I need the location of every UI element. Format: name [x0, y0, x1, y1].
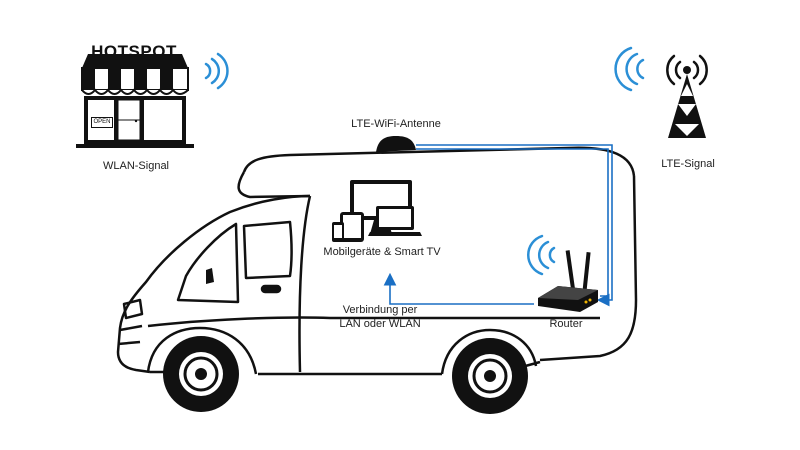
devices-label: Mobilgeräte & Smart TV [323, 246, 441, 258]
cell-tower-icon [666, 54, 708, 138]
front-wheel [163, 336, 239, 412]
hotspot-sign: HOTSPOT [91, 42, 177, 61]
router-icon [538, 250, 598, 312]
antenna-label: LTE-WiFi-Antenne [351, 118, 441, 130]
router-label: Router [549, 318, 583, 330]
wlan-signal-label: WLAN-Signal [102, 160, 170, 172]
camper-van [116, 146, 638, 376]
devices-icon [332, 180, 422, 242]
antenna-icon [376, 136, 416, 152]
router-wifi-icon [527, 234, 556, 276]
shop-icon [76, 54, 194, 148]
open-sign: OPEN [91, 117, 113, 128]
connection-label-line1: Verbindung per [342, 304, 418, 316]
lte-signal-label: LTE-Signal [661, 158, 715, 170]
rear-wheel [452, 338, 528, 414]
lan-wifi-connection-arrow [383, 272, 534, 305]
wifi-signal-icon [204, 52, 229, 90]
connection-label-line2: LAN oder WLAN [339, 318, 421, 330]
tower-signal-icon [614, 46, 645, 92]
antenna-cable [416, 144, 613, 307]
